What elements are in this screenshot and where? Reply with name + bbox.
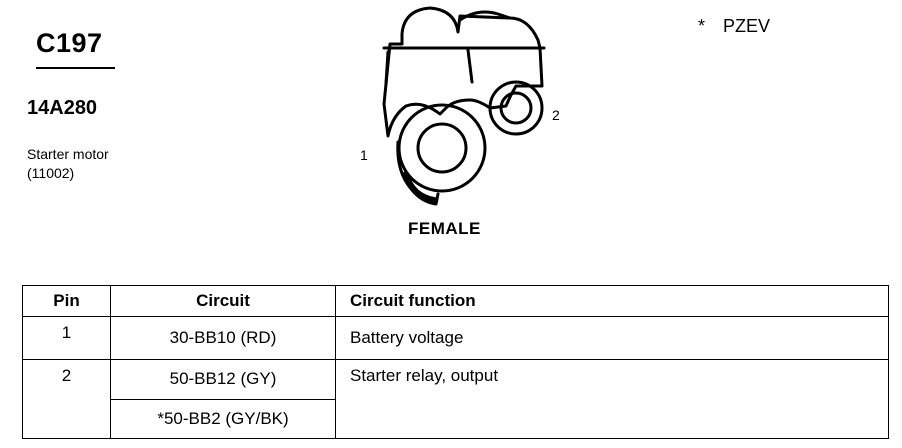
pin-1-socket-outer	[397, 103, 487, 193]
pin-label-2: 2	[552, 107, 560, 123]
pin-cell: 1	[22, 316, 111, 360]
connector-housing-outline	[382, 6, 544, 138]
pin-label-1: 1	[360, 147, 368, 163]
function-cell: Battery voltage	[335, 316, 889, 360]
connector-gender: FEMALE	[408, 219, 481, 238]
pin-2-socket-outer	[488, 80, 544, 136]
function-cell: Starter relay, output	[335, 359, 889, 439]
pin-table: Pin Circuit Circuit function 1 30-BB10 (…	[22, 285, 889, 439]
circuit-cell: *50-BB2 (GY/BK)	[110, 398, 336, 439]
pin-1-socket-inner	[416, 122, 468, 174]
header-pin: Pin	[22, 285, 111, 317]
housing-ridge	[466, 48, 474, 84]
title-underline	[36, 67, 115, 69]
header-circuit-function: Circuit function	[335, 285, 889, 317]
description-line: (11002)	[27, 165, 75, 181]
latch	[458, 10, 512, 22]
note-text: PZEV	[723, 16, 771, 36]
pin-2-socket-inner	[499, 91, 533, 125]
description-line: Starter motor	[27, 146, 109, 162]
note-symbol: *	[698, 16, 706, 36]
table-row: *50-BB2 (GY/BK)	[23, 398, 889, 439]
connector-face-diagram: 1 2	[360, 6, 560, 206]
pin-cell: 2	[22, 359, 111, 439]
table-row: 2 50-BB12 (GY) Starter relay, output	[22, 359, 889, 439]
connector-id: C197	[36, 28, 103, 58]
connector-description: Starter motor (11002)	[27, 145, 109, 183]
pzev-note: * PZEV	[698, 16, 770, 37]
circuit-cell: 50-BB12 (GY)	[110, 359, 336, 400]
pin-1-shroud	[403, 171, 437, 203]
circuit-cell: 30-BB10 (RD)	[110, 316, 336, 360]
part-number: 14A280	[27, 97, 98, 119]
table-header-row: Pin Circuit Circuit function	[22, 285, 889, 317]
housing-ridge	[384, 50, 390, 86]
table-row: 1 30-BB10 (RD) Battery voltage	[22, 316, 889, 360]
header-circuit: Circuit	[110, 285, 336, 317]
